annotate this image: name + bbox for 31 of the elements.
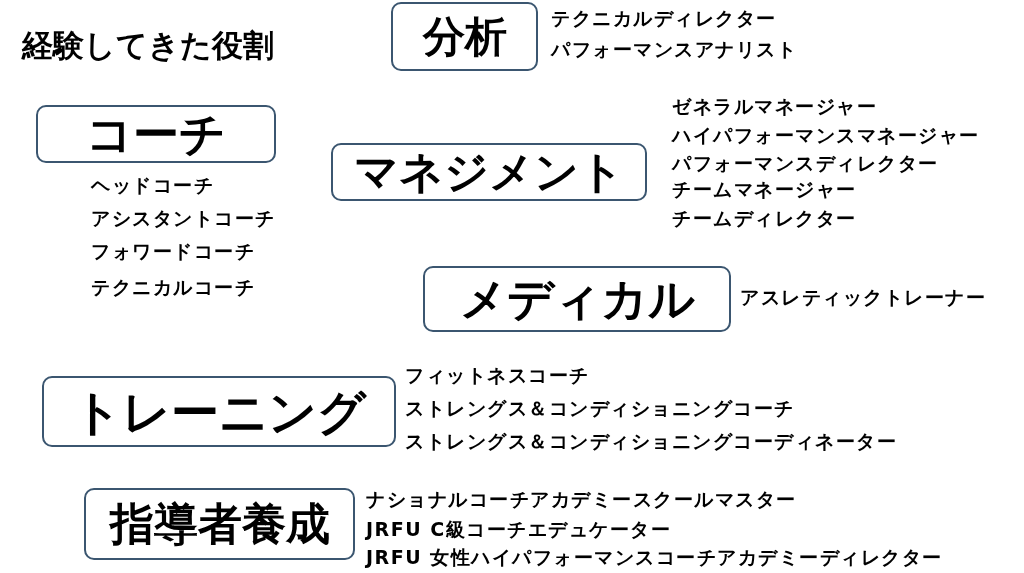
category-heading: トレーニング	[72, 387, 366, 436]
role-text: チームディレクター	[672, 209, 857, 228]
category-box	[42, 376, 396, 447]
role-text: パフォーマンスアナリスト	[551, 40, 797, 59]
role-text: JRFU C級コーチエデュケーター	[366, 520, 672, 539]
category-box	[36, 105, 276, 163]
role-text: チームマネージャー	[672, 180, 857, 199]
role-text: パフォーマンスディレクター	[672, 154, 939, 173]
category-box	[331, 143, 647, 201]
category-box	[423, 266, 731, 332]
category-heading: 分析	[422, 15, 507, 58]
role-text: ゼネラルマネージャー	[672, 97, 877, 116]
role-text: フォワードコーチ	[91, 242, 255, 261]
role-text: ストレングス＆コンディショニングコーディネーター	[405, 432, 897, 451]
page-title: 経験してきた役割	[22, 30, 274, 61]
role-text: アスレティックトレーナー	[740, 288, 986, 307]
category-heading: コーチ	[86, 111, 226, 157]
role-text: テクニカルコーチ	[91, 278, 255, 297]
role-text: ナショナルコーチアカデミースクールマスター	[366, 490, 797, 509]
category-heading: マネジメント	[354, 150, 624, 194]
role-text: テクニカルディレクター	[551, 9, 777, 28]
category-heading: 指導者養成	[109, 502, 330, 546]
role-text: JRFU 女性ハイパフォーマンスコーチアカデミーディレクター	[366, 548, 943, 567]
category-heading: メディカル	[459, 276, 695, 322]
role-text: ヘッドコーチ	[91, 176, 214, 195]
role-text: アシスタントコーチ	[91, 209, 276, 228]
role-text: ハイパフォーマンスマネージャー	[672, 126, 980, 145]
role-text: フィットネスコーチ	[405, 366, 590, 385]
category-box	[84, 488, 355, 560]
category-box	[391, 2, 538, 71]
role-text: ストレングス＆コンディショニングコーチ	[405, 399, 795, 418]
